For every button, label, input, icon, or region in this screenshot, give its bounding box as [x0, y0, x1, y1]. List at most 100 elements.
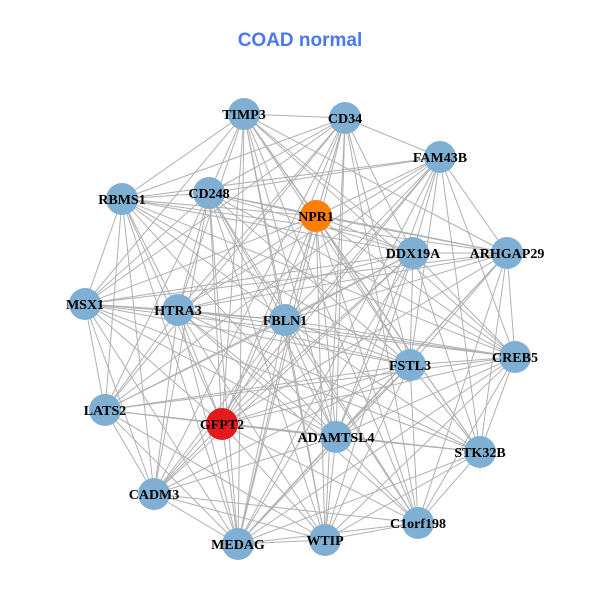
node-FBLN1[interactable]: FBLN1 — [263, 304, 307, 336]
edge-FSTL3-CREB5 — [409, 356, 516, 366]
edge-MSX1-CADM3 — [84, 303, 155, 495]
node-NPR1[interactable]: NPR1 — [298, 200, 334, 232]
node-MEDAG[interactable]: MEDAG — [211, 528, 265, 560]
edge-CD248-FBLN1 — [208, 192, 286, 321]
node-ADAMTSL4[interactable]: ADAMTSL4 — [297, 421, 375, 453]
node-CD248[interactable]: CD248 — [188, 177, 230, 209]
edge-ARHGAP29-STK32B — [479, 252, 508, 453]
edge-CD34-RBMS1 — [121, 117, 346, 200]
node-label: WTIP — [306, 534, 344, 549]
edge-NPR1-C1orf198 — [315, 215, 419, 524]
edge-MSX1-LATS2 — [84, 303, 106, 411]
node-circle — [329, 102, 361, 134]
edge-FAM43B-CD248 — [208, 156, 441, 194]
node-WTIP[interactable]: WTIP — [306, 524, 344, 556]
edge-CREB5-ADAMTSL4 — [335, 356, 516, 438]
edge-TIMP3-ARHGAP29 — [243, 113, 508, 254]
edge-CD34-FSTL3 — [344, 117, 411, 366]
node-label: DDX19A — [386, 247, 441, 262]
edge-RBMS1-HTRA3 — [121, 198, 179, 311]
edge-NPR1-DDX19A — [315, 215, 414, 254]
node-CREB5[interactable]: CREB5 — [492, 341, 538, 373]
edge-TIMP3-C1orf198 — [243, 113, 419, 524]
edge-CREB5-STK32B — [479, 356, 516, 453]
node-CADM3[interactable]: CADM3 — [129, 478, 180, 510]
edge-DDX19A-HTRA3 — [177, 252, 414, 311]
node-circle — [402, 507, 434, 539]
node-ARHGAP29[interactable]: ARHGAP29 — [470, 237, 545, 269]
node-DDX19A[interactable]: DDX19A — [386, 237, 441, 269]
node-label: CD34 — [328, 112, 362, 127]
edge-NPR1-STK32B — [315, 215, 481, 453]
node-circle — [320, 421, 352, 453]
node-label: ARHGAP29 — [470, 247, 545, 262]
node-label: HTRA3 — [154, 304, 201, 319]
edge-MSX1-STK32B — [84, 303, 481, 453]
edge-TIMP3-GFPT2 — [221, 113, 245, 425]
edge-CREB5-GFPT2 — [221, 356, 516, 425]
edge-HTRA3-LATS2 — [104, 309, 179, 411]
node-FSTL3[interactable]: FSTL3 — [389, 349, 431, 381]
node-STK32B[interactable]: STK32B — [454, 436, 506, 468]
edge-CREB5-MEDAG — [237, 356, 516, 545]
node-MSX1[interactable]: MSX1 — [66, 288, 104, 320]
edge-FAM43B-ADAMTSL4 — [335, 156, 441, 438]
edge-CD248-WTIP — [208, 192, 326, 541]
node-circle — [491, 237, 523, 269]
node-RBMS1[interactable]: RBMS1 — [98, 183, 146, 215]
edge-HTRA3-FSTL3 — [177, 309, 411, 366]
node-FAM43B[interactable]: FAM43B — [413, 141, 467, 173]
node-label: TIMP3 — [222, 108, 266, 123]
edge-DDX19A-MSX1 — [84, 252, 414, 305]
edge-RBMS1-CADM3 — [121, 198, 155, 495]
edge-FSTL3-MEDAG — [237, 364, 411, 545]
node-circle — [222, 528, 254, 560]
edge-CD248-MSX1 — [84, 192, 210, 305]
edge-HTRA3-GFPT2 — [177, 309, 223, 425]
node-GFPT2[interactable]: GFPT2 — [200, 408, 244, 440]
node-LATS2[interactable]: LATS2 — [84, 394, 127, 426]
edge-FBLN1-STK32B — [284, 319, 481, 453]
edge-CD34-FAM43B — [344, 117, 441, 158]
edge-MSX1-MEDAG — [84, 303, 239, 545]
edge-FSTL3-WTIP — [324, 364, 411, 541]
node-circle — [269, 304, 301, 336]
node-label: STK32B — [454, 446, 505, 461]
edge-DDX19A-ADAMTSL4 — [335, 252, 414, 438]
node-circle — [106, 183, 138, 215]
node-label: FSTL3 — [389, 359, 431, 374]
edge-FBLN1-CREB5 — [284, 319, 516, 358]
edge-GFPT2-MEDAG — [221, 423, 239, 545]
edge-NPR1-ARHGAP29 — [315, 215, 508, 254]
node-TIMP3[interactable]: TIMP3 — [222, 98, 266, 130]
edge-FBLN1-MEDAG — [237, 319, 286, 545]
node-HTRA3[interactable]: HTRA3 — [154, 294, 202, 326]
edge-MSX1-GFPT2 — [84, 303, 223, 425]
node-circle — [424, 141, 456, 173]
edge-FBLN1-FSTL3 — [284, 319, 411, 366]
node-label: FBLN1 — [263, 314, 307, 329]
edge-CADM3-C1orf198 — [153, 493, 419, 524]
edge-TIMP3-RBMS1 — [121, 113, 245, 200]
edge-NPR1-MSX1 — [84, 215, 317, 305]
node-circle — [89, 394, 121, 426]
node-circle — [397, 237, 429, 269]
edge-FAM43B-GFPT2 — [221, 156, 441, 425]
edge-FSTL3-C1orf198 — [409, 364, 419, 524]
node-label: ADAMTSL4 — [297, 431, 374, 446]
node-circle — [309, 524, 341, 556]
node-label: NPR1 — [298, 210, 334, 225]
edge-ADAMTSL4-MEDAG — [237, 436, 337, 545]
edge-FAM43B-NPR1 — [315, 156, 441, 217]
node-label: FAM43B — [413, 151, 467, 166]
edge-DDX19A-FSTL3 — [409, 252, 414, 366]
node-circle — [300, 200, 332, 232]
node-C1orf198[interactable]: C1orf198 — [390, 507, 446, 539]
node-CD34[interactable]: CD34 — [328, 102, 362, 134]
edge-ADAMTSL4-C1orf198 — [335, 436, 419, 524]
edge-CD34-HTRA3 — [177, 117, 346, 311]
node-circle — [206, 408, 238, 440]
edge-CD248-CREB5 — [208, 192, 516, 358]
node-circle — [69, 288, 101, 320]
edge-FAM43B-RBMS1 — [121, 156, 441, 200]
